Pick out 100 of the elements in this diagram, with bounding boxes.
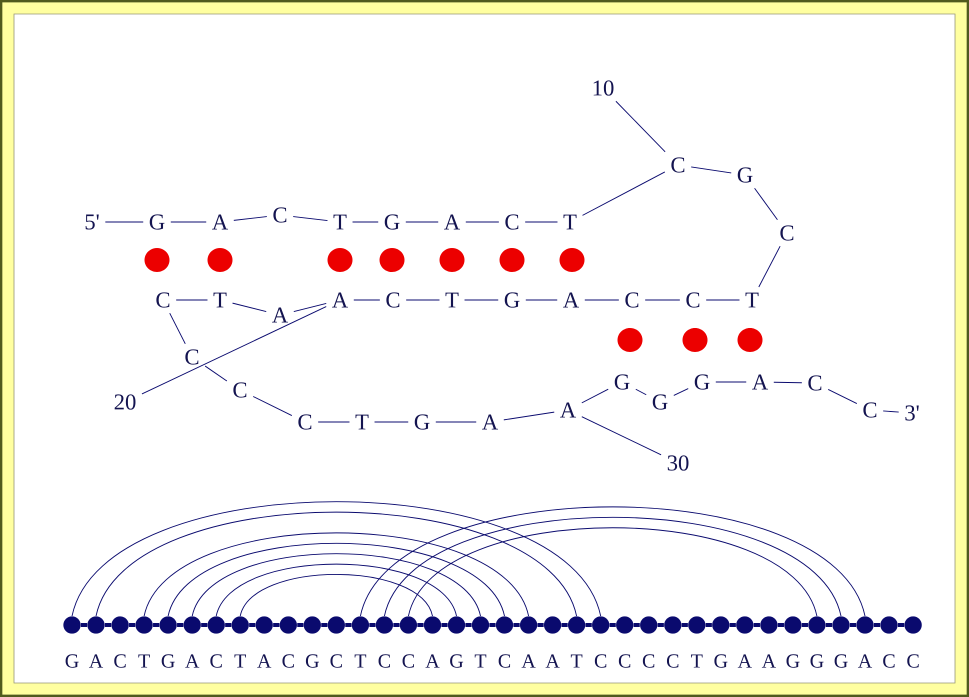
backbone-bar	[225, 623, 232, 627]
backbone-bar	[273, 623, 280, 627]
base-letter: A	[560, 402, 576, 418]
base-letter: C	[618, 654, 630, 668]
backbone-bar	[706, 623, 712, 627]
base-letter: A	[332, 292, 348, 308]
sequence-dot	[760, 616, 778, 634]
backbone-line	[204, 366, 228, 382]
backbone-bar	[850, 623, 856, 627]
base-letter: G	[66, 654, 79, 668]
backbone-bar	[658, 623, 664, 627]
base-letter: G	[738, 167, 752, 183]
backbone-bar	[345, 623, 352, 627]
base-letter: A	[738, 654, 752, 668]
base-letter: G	[414, 414, 430, 430]
base-letter: T	[354, 654, 366, 668]
base-letter: G	[162, 654, 175, 668]
base-letter: C	[273, 207, 286, 223]
backbone-line	[503, 412, 555, 420]
base-letter: T	[570, 654, 582, 668]
base-letter: T	[691, 654, 703, 668]
backbone-bar	[129, 623, 136, 627]
base-letter: A	[752, 374, 768, 390]
backbone-line	[773, 382, 802, 384]
sequence-dot	[184, 616, 201, 634]
leader-line	[581, 416, 662, 456]
base-letter: T	[334, 214, 347, 230]
base-letter: G	[306, 654, 319, 668]
sequence-dot	[856, 616, 874, 634]
base-letter: T	[138, 654, 150, 668]
base-letter: C	[298, 414, 312, 430]
backbone-bar	[249, 623, 256, 627]
base-letter: G	[504, 292, 520, 308]
backbone-bar	[754, 623, 760, 627]
backbone-line	[232, 302, 267, 312]
backbone-line	[828, 389, 858, 404]
sequence-dot	[616, 616, 634, 634]
leader-line	[615, 100, 666, 152]
sequence-dot	[352, 616, 370, 634]
base-letter: C	[210, 654, 222, 668]
sequence-dot	[904, 616, 922, 634]
sequence-dot	[664, 616, 682, 634]
sequence-dot	[424, 616, 442, 634]
sequence-dot	[232, 616, 249, 634]
sequence-dot	[63, 616, 81, 634]
backbone-bar	[682, 623, 688, 627]
sequence-dot	[328, 616, 345, 634]
backbone-line	[581, 388, 609, 404]
position-number: 30	[668, 455, 688, 471]
sequence-dot	[736, 616, 754, 634]
sequence-dot	[256, 616, 273, 634]
base-letter: G	[810, 654, 824, 668]
base-letter: C	[156, 292, 170, 308]
base-letter: A	[185, 654, 200, 668]
base-letter: C	[666, 654, 678, 668]
backbone-bar	[826, 623, 832, 627]
strand-end-label: 3'	[905, 405, 919, 421]
backbone-bar	[369, 623, 376, 627]
arc	[408, 527, 818, 617]
arc	[96, 512, 578, 617]
base-letter: T	[356, 414, 369, 430]
base-letter: C	[505, 214, 518, 230]
arc	[216, 564, 457, 617]
sequence-dot	[496, 616, 514, 634]
sequence-dot	[304, 616, 321, 634]
base-letter: C	[114, 654, 126, 668]
base-letter: G	[450, 654, 464, 668]
backbone-bar	[778, 623, 784, 627]
sequence-dot	[568, 616, 586, 634]
base-letter: T	[214, 292, 227, 308]
base-letter: A	[482, 414, 498, 430]
backbone-bar	[104, 623, 112, 627]
arc	[240, 574, 433, 617]
backbone-bar	[513, 623, 520, 627]
base-letter: C	[185, 349, 198, 365]
backbone-bar	[297, 623, 304, 627]
backbone-bar	[321, 623, 328, 627]
backbone-line	[635, 388, 647, 396]
base-letter: G	[652, 394, 668, 410]
backbone-bar	[153, 623, 160, 627]
sequence-dot	[640, 616, 658, 634]
sequence-dot	[400, 616, 418, 634]
sequence-dot	[784, 616, 802, 634]
backbone-line	[292, 216, 328, 222]
sequence-dot	[376, 616, 394, 634]
base-letter: C	[498, 654, 510, 668]
base-letter: A	[212, 214, 228, 230]
backbone-line	[252, 396, 292, 416]
backbone-bar	[489, 623, 496, 627]
base-letter: T	[446, 292, 459, 308]
sequence-dot	[448, 616, 466, 634]
backbone-bar	[634, 623, 640, 627]
backbone-bar	[201, 623, 208, 627]
base-letter: C	[386, 292, 400, 308]
base-letter: C	[671, 157, 684, 173]
arc	[384, 516, 842, 617]
backbone-bar	[177, 623, 184, 627]
sequence-dot	[520, 616, 538, 634]
base-letter: G	[694, 374, 710, 390]
base-letter: C	[330, 654, 342, 668]
